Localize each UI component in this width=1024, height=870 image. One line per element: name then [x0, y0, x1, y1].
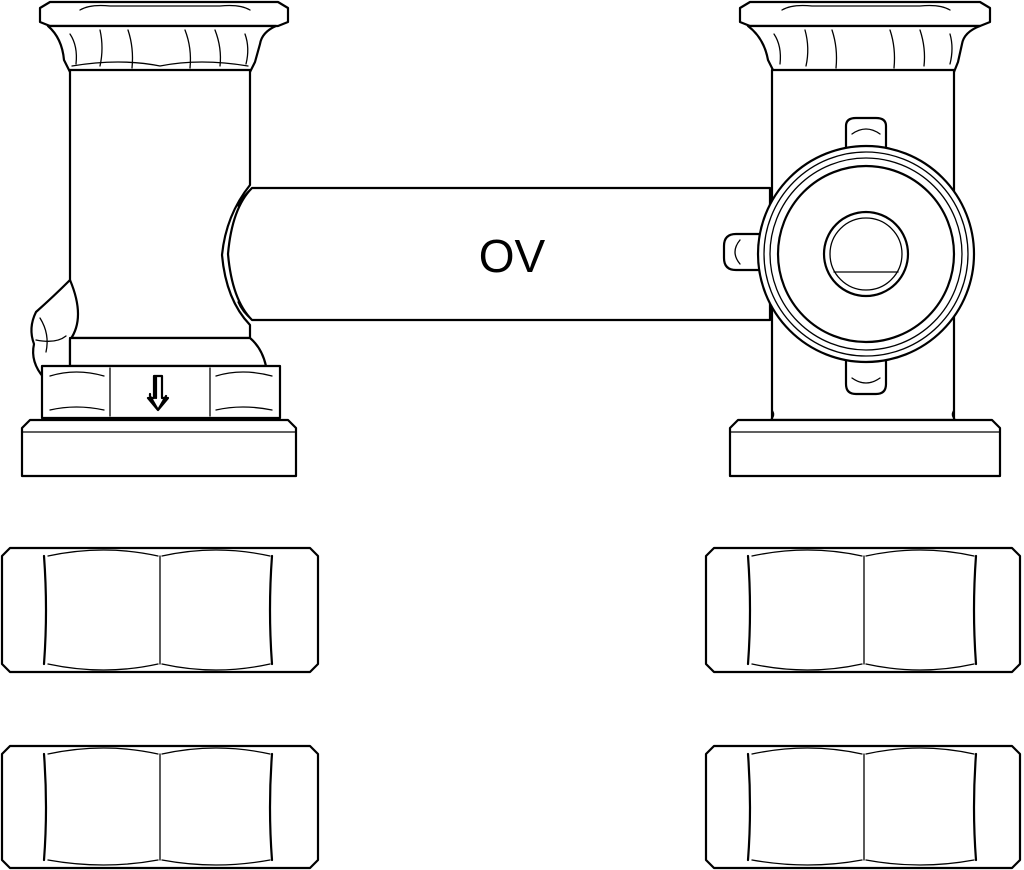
nut	[704, 744, 1022, 870]
horizontal-bridge	[226, 186, 772, 322]
nut	[704, 546, 1022, 674]
body-label: OV	[479, 230, 546, 282]
flow-arrow-icon	[146, 374, 170, 412]
left-pipe	[20, 0, 298, 478]
valve-port	[722, 116, 976, 396]
nut	[0, 744, 320, 870]
nut	[0, 546, 320, 674]
